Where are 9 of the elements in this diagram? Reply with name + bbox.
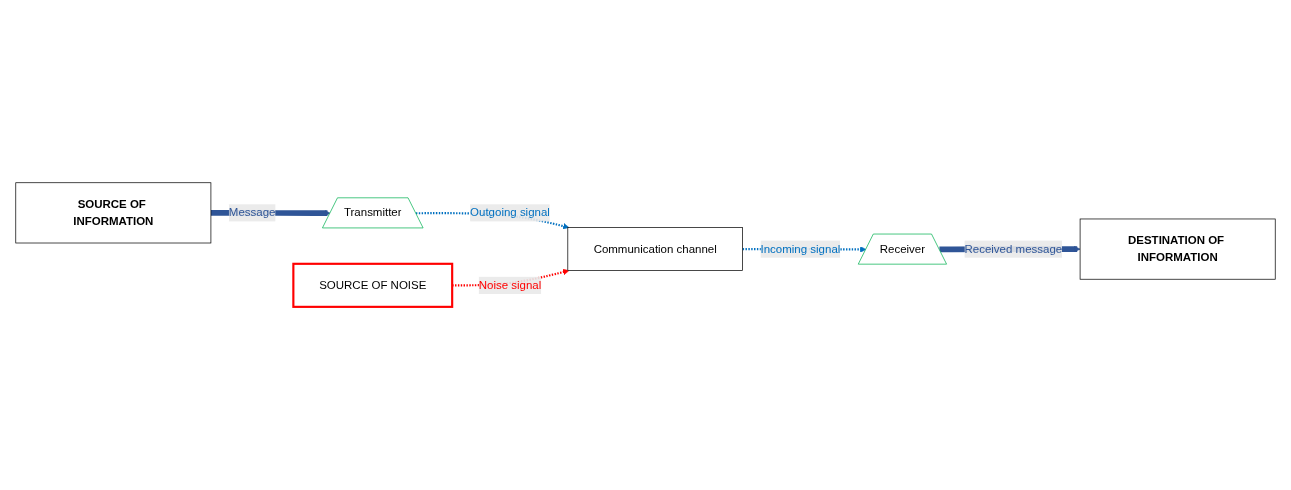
edge-label: Received message (964, 242, 1063, 256)
edge-label: Incoming signal (760, 242, 841, 256)
node-box: SOURCE OF INFORMATION (15, 182, 212, 244)
node-box: SOURCE OF NOISE (292, 262, 454, 309)
node-box: Communication channel (567, 227, 743, 272)
edge-label: Noise signal (478, 279, 542, 292)
edge-label: Outgoing signal (470, 206, 550, 219)
edge-label: Message (228, 206, 276, 219)
node-box: DESTINATION OF INFORMATION (1079, 218, 1276, 280)
